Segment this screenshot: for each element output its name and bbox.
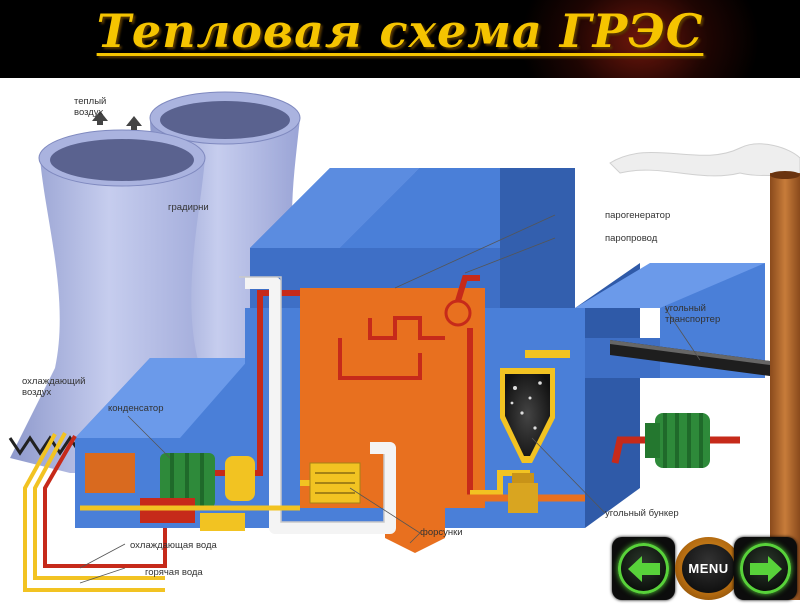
steam-generator bbox=[300, 288, 485, 553]
title-glow bbox=[520, 0, 760, 78]
coal-bunker bbox=[500, 350, 570, 513]
cooling-water-line bbox=[23, 432, 300, 592]
label-hot-water: горячая вода bbox=[145, 567, 203, 578]
warm-air-arrows-icon bbox=[92, 111, 142, 130]
diagram-scene: теплый воздух градирни охлаждающий возду… bbox=[0, 78, 800, 600]
title-bar: Тепловая схема ГРЭС bbox=[0, 0, 800, 78]
label-warm-air-1: теплый bbox=[74, 96, 106, 107]
left-arrow-icon bbox=[628, 556, 660, 582]
label-cooling-air-2: воздух bbox=[22, 387, 52, 398]
label-cooling-air-1: охлаждающий bbox=[22, 376, 86, 387]
air-duct bbox=[245, 277, 396, 534]
label-coal-conveyor-1: угольный bbox=[665, 303, 706, 314]
label-burners: форсунки bbox=[420, 527, 463, 538]
next-button[interactable] bbox=[734, 537, 797, 600]
label-cooling-water: охлаждающая вода bbox=[130, 540, 218, 551]
chimney bbox=[609, 143, 800, 600]
label-cooling-towers: градирни bbox=[168, 202, 209, 213]
menu-button[interactable]: MENU bbox=[675, 537, 742, 600]
power-plant-diagram: теплый воздух градирни охлаждающий возду… bbox=[8, 91, 800, 600]
electric-motor bbox=[611, 413, 740, 468]
menu-label: MENU bbox=[688, 561, 729, 576]
slide-title: Тепловая схема ГРЭС bbox=[96, 4, 704, 58]
menu-button-face: MENU bbox=[682, 544, 735, 593]
label-coal-bunker: угольный бункер bbox=[605, 508, 679, 519]
right-arrow-icon bbox=[750, 556, 782, 582]
label-coal-conveyor-2: транспортер bbox=[665, 314, 720, 325]
coal-conveyor bbox=[610, 340, 770, 376]
label-steam-generator: парогенератор bbox=[605, 210, 670, 221]
label-condenser: конденсатор bbox=[108, 403, 164, 414]
air-duct-outline bbox=[239, 276, 385, 523]
prev-button[interactable] bbox=[612, 537, 675, 600]
label-steam-pipe: паропровод bbox=[605, 233, 658, 244]
leader-lines bbox=[79, 214, 701, 584]
burner-unit bbox=[309, 462, 361, 504]
label-warm-air-2: воздух bbox=[74, 107, 104, 118]
